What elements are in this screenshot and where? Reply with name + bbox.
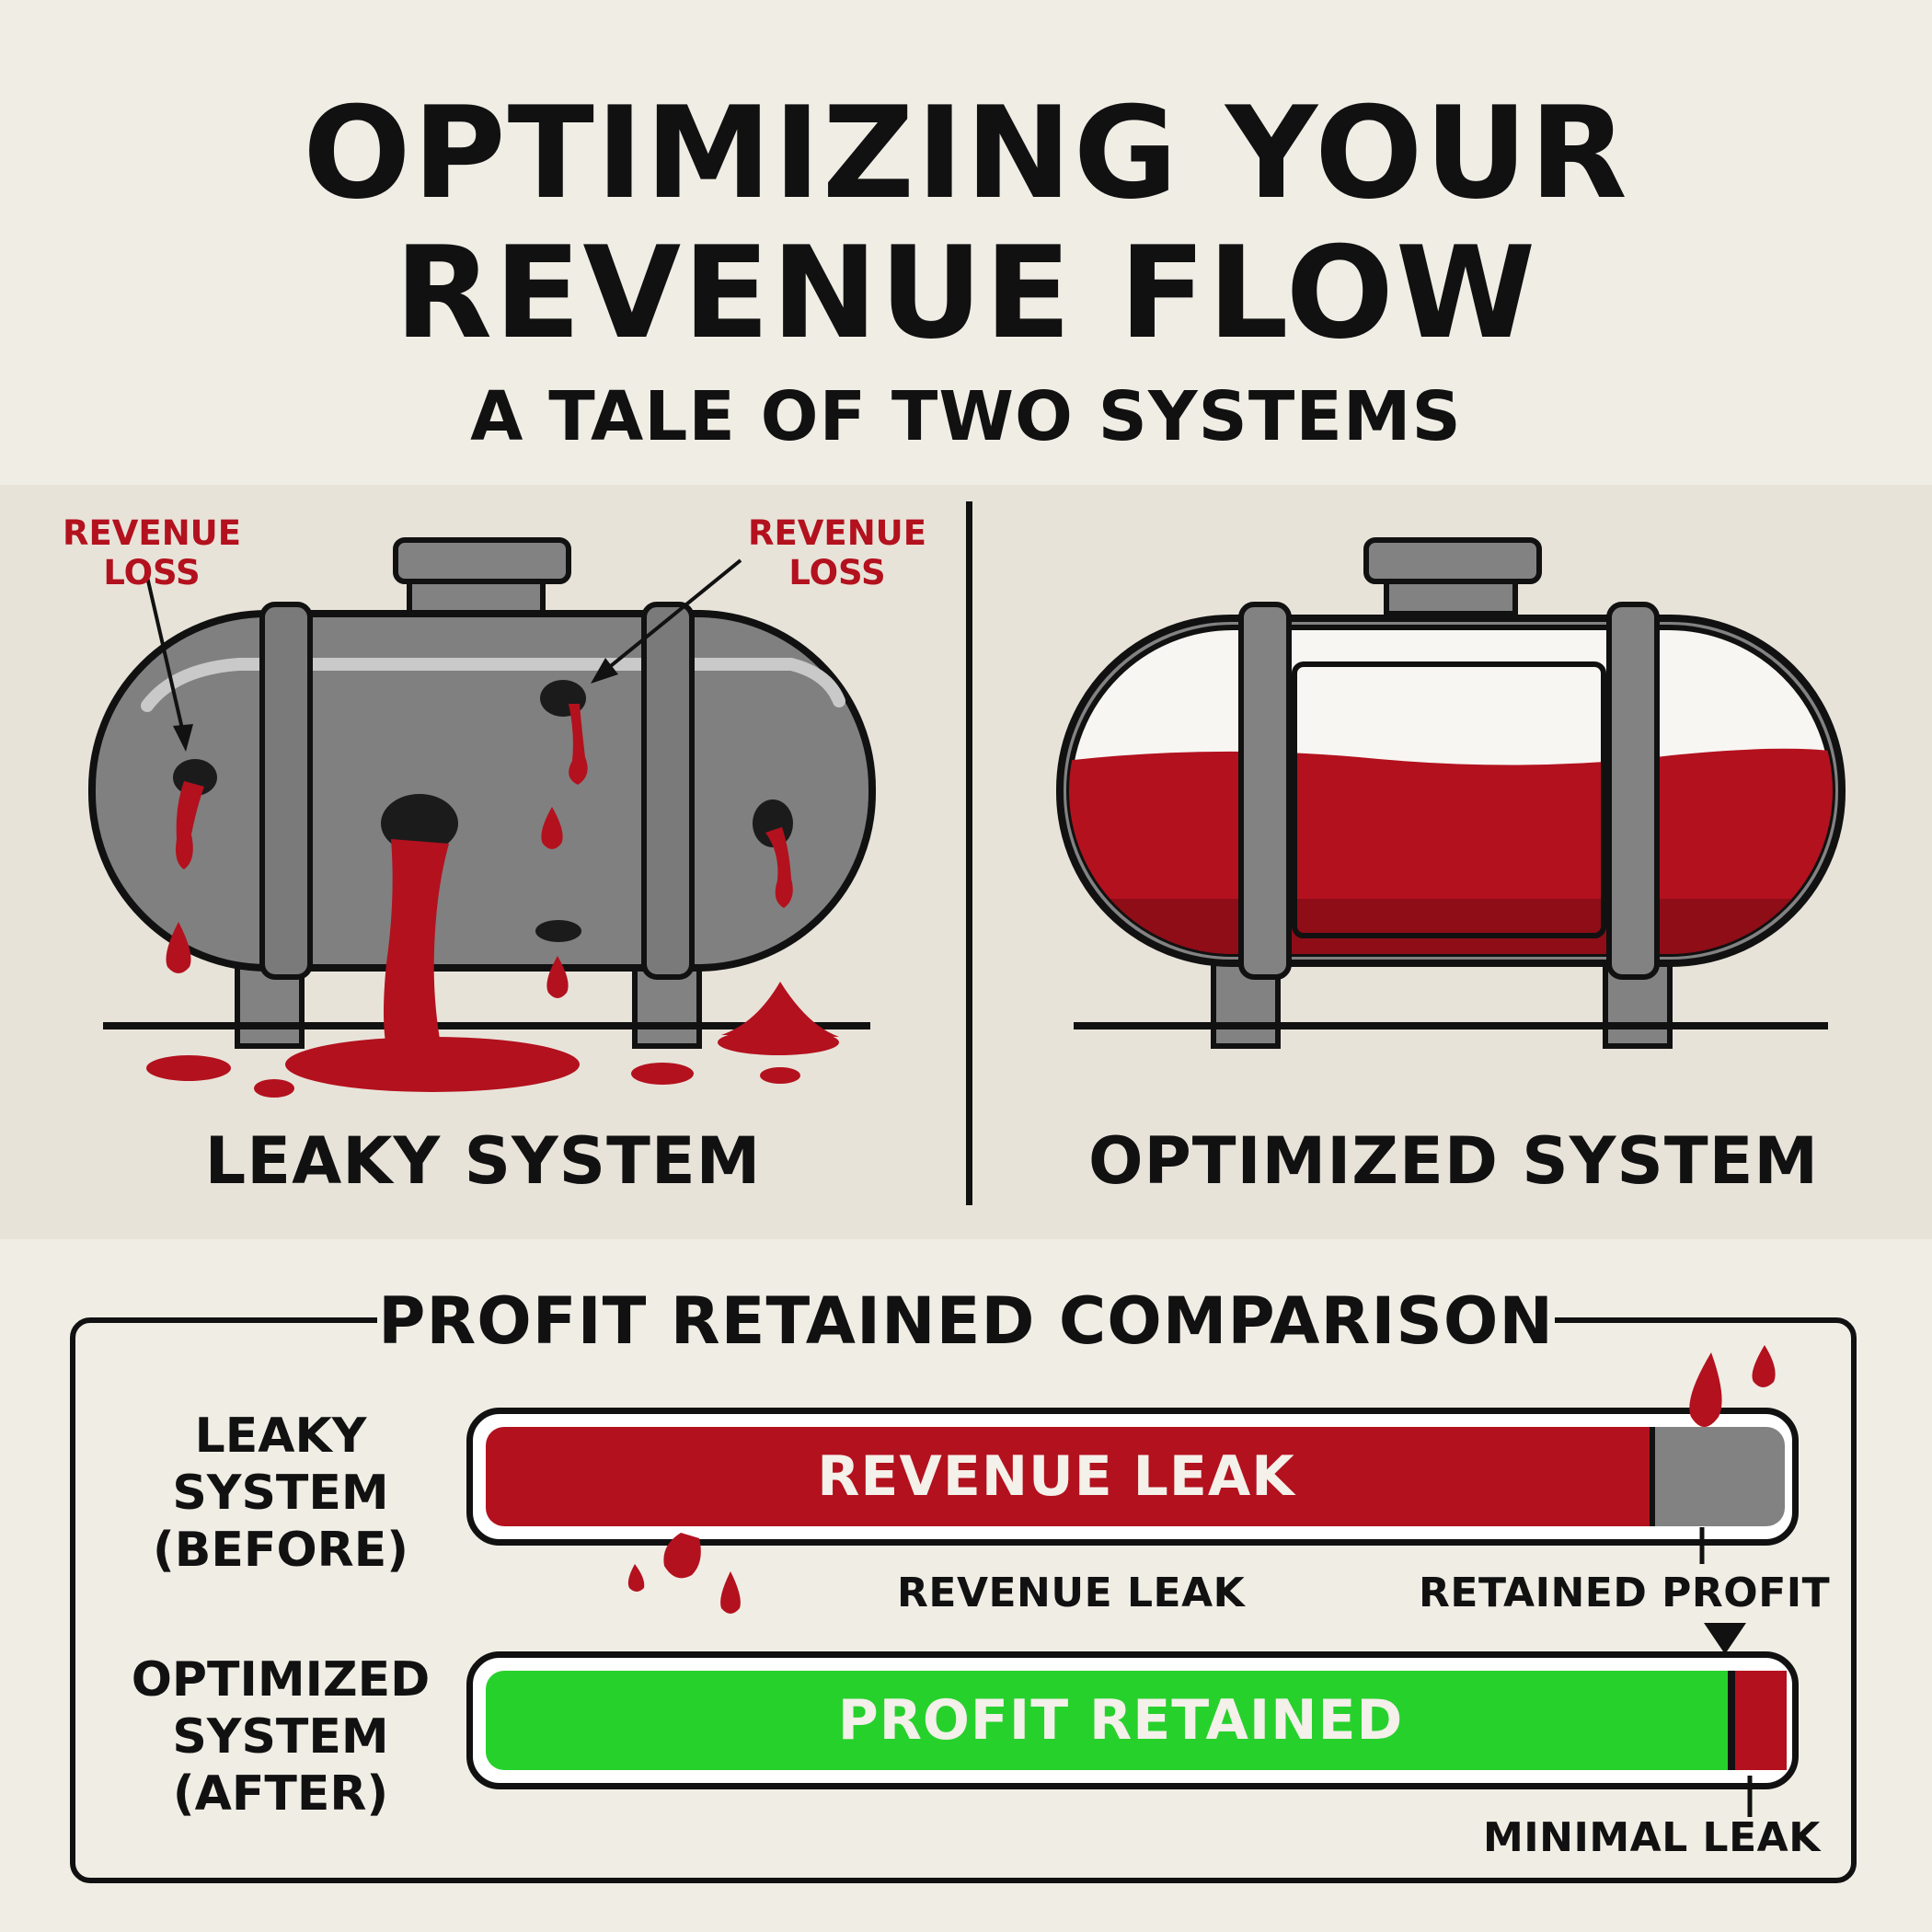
tank-cap <box>1363 537 1542 584</box>
puddle <box>718 1029 839 1055</box>
leaky-tank-illustration <box>88 537 876 1098</box>
minimal-leak-caption: MINIMAL LEAK <box>1483 1814 1821 1861</box>
revenue-liquid-shade <box>1069 899 1833 954</box>
puddle <box>254 1079 294 1098</box>
minimal-leak-segment <box>1728 1671 1787 1770</box>
leak-stream <box>176 781 204 869</box>
puddle <box>146 1055 231 1081</box>
drip <box>166 922 191 973</box>
leak-stream <box>569 704 588 785</box>
retained-profit-caption: RETAINED PROFIT <box>1419 1570 1831 1616</box>
arrow-head <box>173 724 193 752</box>
tank-band-right <box>1606 602 1660 980</box>
optimized-system-label: OPTIMIZED SYSTEM <box>1087 1123 1820 1199</box>
optimized-comparison-bar: PROFIT RETAINED <box>466 1651 1799 1789</box>
leak-waterfall <box>384 839 449 1050</box>
puddle <box>285 1037 580 1092</box>
page-title-line-1: OPTIMIZING YOUR <box>303 79 1629 227</box>
tank-band-left <box>259 602 313 980</box>
arrow-line <box>605 558 742 671</box>
leak-hole <box>535 920 581 942</box>
revenue-loss-label-left: REVENUE LOSS <box>63 513 241 592</box>
optimized-tank-illustration <box>1056 537 1846 1049</box>
drip <box>721 982 839 1037</box>
leaky-comparison-bar: REVENUE LEAK <box>466 1408 1799 1546</box>
profit-retained-segment <box>486 1671 1728 1770</box>
tank-band-right <box>641 602 695 980</box>
tank-cap <box>393 537 571 584</box>
tank-band-left <box>1238 602 1292 980</box>
tank-highlight <box>141 658 845 712</box>
drip <box>546 956 569 998</box>
leaky-row-label: LEAKY SYSTEM (BEFORE) <box>153 1409 408 1578</box>
retained-profit-segment <box>1650 1427 1785 1526</box>
leaky-system-label: LEAKY SYSTEM <box>204 1123 762 1199</box>
revenue-leak-segment <box>486 1427 1650 1526</box>
page-subtitle: A TALE OF TWO SYSTEMS <box>470 377 1462 456</box>
puddle <box>631 1063 694 1085</box>
drip <box>541 807 563 849</box>
revenue-loss-label-right: REVENUE LOSS <box>748 513 926 592</box>
comparison-title: PROFIT RETAINED COMPARISON <box>377 1283 1555 1359</box>
leak-stream <box>765 827 793 908</box>
leak-hole <box>381 794 458 853</box>
puddle <box>760 1067 800 1084</box>
page-title-line-2: REVENUE FLOW <box>394 219 1538 367</box>
optimized-row-label: OPTIMIZED SYSTEM (AFTER) <box>131 1652 431 1822</box>
arrow-line <box>145 576 184 730</box>
leaky-bar-text: REVENUE LEAK <box>817 1444 1295 1509</box>
optimized-bar-text: PROFIT RETAINED <box>837 1688 1404 1753</box>
section-divider <box>966 501 972 1205</box>
arrow-head <box>591 658 618 684</box>
window-frame <box>1292 661 1606 938</box>
revenue-leak-caption: REVENUE LEAK <box>897 1570 1246 1616</box>
